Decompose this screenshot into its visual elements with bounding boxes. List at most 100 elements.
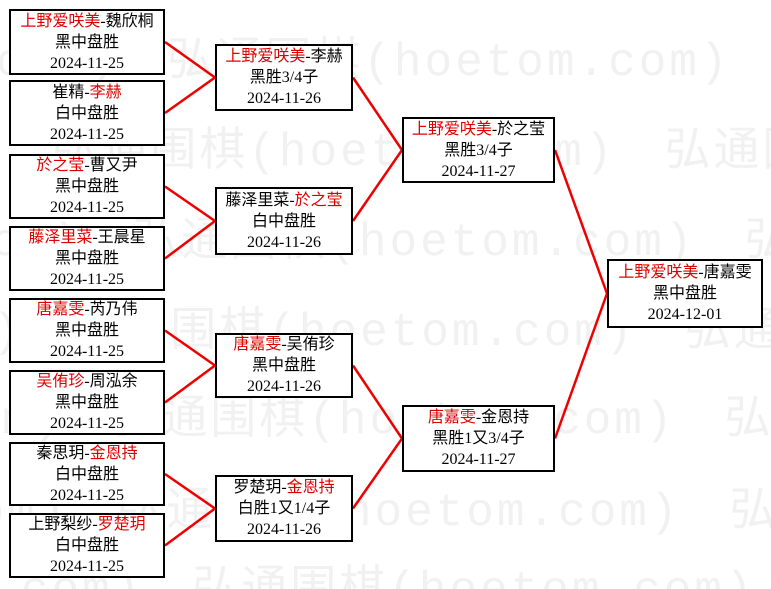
connector-line	[164, 364, 216, 404]
match-box-r1-5: 唐嘉雯-芮乃伟 黑中盘胜 2024-11-25	[9, 298, 165, 363]
match-box-final: 上野爱咲美-唐嘉雯 黑中盘胜 2024-12-01	[607, 259, 763, 328]
player-name: -金恩持	[475, 409, 530, 426]
match-result: 白中盘胜	[54, 465, 119, 483]
match-result: 黑中盘胜	[251, 357, 316, 374]
connector-line	[351, 437, 404, 510]
player-name: -吴侑珍	[281, 336, 335, 353]
match-players: 秦思玥-金恩持	[11, 443, 163, 464]
match-date: 2024-11-26	[246, 378, 322, 395]
match-date: 2024-11-25	[49, 343, 125, 360]
connector-line	[164, 220, 216, 260]
player-name: -王晨星	[92, 229, 146, 246]
match-date: 2024-11-27	[441, 162, 516, 180]
winner-name: 金恩持	[89, 444, 138, 462]
winner-name: 於之莹	[36, 157, 85, 174]
match-date: 2024-11-25	[49, 415, 125, 432]
match-date: 2024-11-26	[246, 521, 322, 538]
match-box-r1-7: 秦思玥-金恩持 白中盘胜 2024-11-25	[9, 442, 165, 506]
connector-line	[164, 329, 216, 367]
player-name: 崔精-	[52, 83, 90, 101]
match-players: 上野梨纱-罗楚玥	[11, 514, 163, 535]
winner-name: 唐嘉雯	[233, 336, 282, 353]
connector-line	[164, 185, 216, 223]
watermark-row: 弘通围棋(hoetom.com) 弘通围棋(hoetom.com) 弘通围棋(h…	[0, 568, 771, 589]
match-box-r1-6: 吴侑珍-周泓余 黑中盘胜 2024-11-25	[9, 370, 165, 435]
connector-line	[351, 149, 404, 222]
match-box-r2-2: 藤泽里菜-於之莹 白中盘胜 2024-11-26	[215, 187, 353, 255]
match-date: 2024-11-25	[49, 486, 125, 504]
match-players: 上野爱咲美-唐嘉雯	[609, 262, 761, 283]
match-players: 於之莹-曹又尹	[11, 155, 163, 176]
match-result: 黑中盘胜	[54, 394, 119, 411]
match-box-r3-2: 唐嘉雯-金恩持 黑胜1又3/4子 2024-11-27	[402, 405, 555, 472]
winner-name: 上野爱咲美	[225, 48, 306, 65]
match-players: 上野爱咲美-魏欣桐	[11, 11, 163, 32]
connector-line	[164, 40, 216, 79]
match-result: 黑胜3/4子	[249, 69, 319, 86]
match-players: 藤泽里菜-王晨星	[11, 227, 163, 248]
match-result: 白中盘胜	[54, 537, 119, 554]
match-result: 黑胜1又3/4子	[432, 430, 525, 447]
match-date: 2024-11-26	[246, 233, 322, 251]
match-date: 2024-12-01	[647, 306, 723, 323]
match-date: 2024-11-25	[49, 558, 125, 575]
match-date: 2024-11-25	[49, 54, 125, 72]
connector-line	[164, 472, 216, 510]
match-box-r2-1: 上野爱咲美-李赫 黑胜3/4子 2024-11-26	[215, 44, 353, 111]
winner-name: 李赫	[89, 83, 122, 101]
player-name: 藤泽里菜-	[225, 191, 295, 209]
match-result: 黑胜3/4子	[444, 141, 513, 159]
match-box-r2-3: 唐嘉雯-吴侑珍 黑中盘胜 2024-11-26	[215, 333, 353, 398]
player-name: -芮乃伟	[84, 301, 138, 318]
match-date: 2024-11-26	[246, 90, 322, 107]
match-box-r1-4: 藤泽里菜-王晨星 黑中盘胜 2024-11-25	[9, 226, 165, 291]
match-result: 黑中盘胜	[652, 285, 717, 302]
match-players: 罗楚玥-金恩持	[217, 477, 351, 498]
winner-name: 上野爱咲美	[618, 264, 699, 281]
connector-line	[351, 364, 404, 440]
match-box-r2-4: 罗楚玥-金恩持 白胜1又1/4子 2024-11-26	[215, 475, 353, 542]
match-box-r1-2: 崔精-李赫 白中盘胜 2024-11-25	[9, 80, 165, 146]
player-name: 秦思玥-	[36, 444, 90, 462]
match-date: 2024-11-25	[49, 199, 125, 216]
player-name: -李赫	[305, 48, 343, 65]
match-date: 2024-11-27	[441, 451, 516, 468]
match-players: 唐嘉雯-吴侑珍	[217, 334, 351, 355]
match-result: 白胜1又1/4子	[237, 500, 331, 517]
match-result: 白中盘胜	[54, 104, 119, 122]
match-players: 吴侑珍-周泓余	[11, 371, 163, 392]
match-players: 上野爱咲美-於之莹	[404, 119, 553, 140]
connector-line	[164, 507, 216, 547]
winner-name: 於之莹	[294, 191, 343, 209]
match-box-r1-8: 上野梨纱-罗楚玥 白中盘胜 2024-11-25	[9, 513, 165, 578]
winner-name: 金恩持	[286, 479, 335, 496]
match-result: 黑中盘胜	[54, 250, 119, 267]
match-players: 上野爱咲美-李赫	[217, 46, 351, 67]
winner-name: 上野爱咲美	[20, 12, 101, 30]
player-name: -於之莹	[491, 120, 546, 138]
player-name: 上野梨纱-	[28, 516, 98, 533]
match-result: 黑中盘胜	[54, 33, 119, 51]
match-box-r1-1: 上野爱咲美-魏欣桐 黑中盘胜 2024-11-25	[9, 9, 165, 75]
match-players: 唐嘉雯-芮乃伟	[11, 299, 163, 320]
match-result: 黑中盘胜	[54, 178, 119, 195]
match-players: 藤泽里菜-於之莹	[217, 190, 351, 211]
match-date: 2024-11-25	[49, 271, 125, 288]
match-result: 黑中盘胜	[54, 322, 119, 339]
winner-name: 唐嘉雯	[427, 409, 476, 426]
connector-line	[351, 76, 404, 151]
match-players: 崔精-李赫	[11, 82, 163, 103]
winner-name: 唐嘉雯	[36, 301, 85, 318]
match-players: 唐嘉雯-金恩持	[404, 407, 553, 428]
winner-name: 吴侑珍	[36, 373, 85, 390]
match-date: 2024-11-25	[49, 125, 125, 143]
player-name: -周泓余	[84, 373, 138, 390]
connector-line	[553, 293, 609, 439]
player-name: -曹又尹	[84, 157, 138, 174]
match-box-r3-1: 上野爱咲美-於之莹 黑胜3/4子 2024-11-27	[402, 117, 555, 183]
player-name: 罗楚玥-	[233, 479, 287, 496]
winner-name: 罗楚玥	[97, 516, 146, 533]
connector-line	[164, 76, 216, 115]
